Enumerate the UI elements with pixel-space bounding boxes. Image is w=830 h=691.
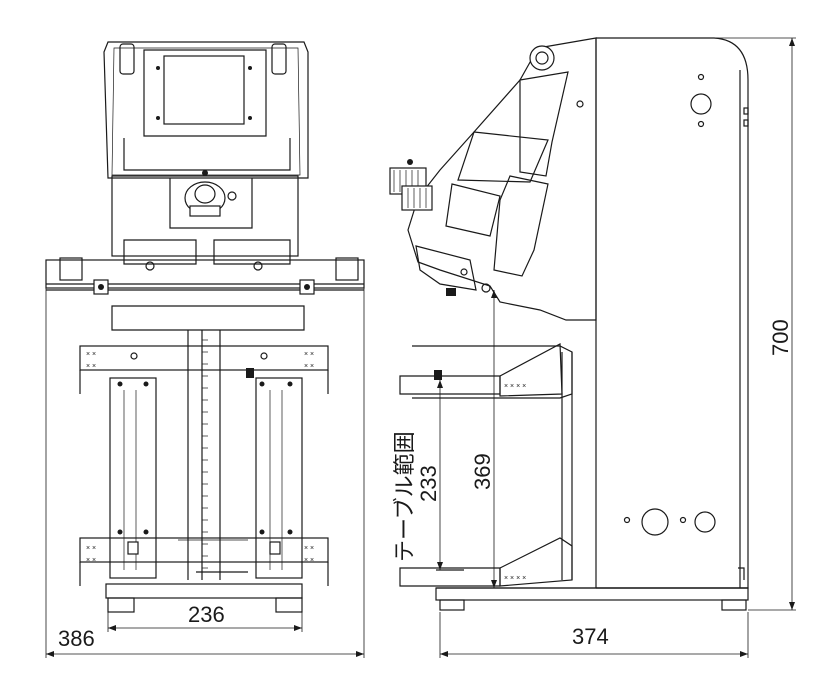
front-head [103, 41, 309, 179]
front-view: × × × × × × × × × × [45, 41, 365, 658]
front-base [105, 583, 303, 613]
side-arm [389, 37, 597, 321]
svg-text:× ×: × × [86, 363, 96, 370]
front-head-lower [111, 170, 299, 271]
dim-side-depth: 374 [572, 624, 609, 649]
side-table: × × × × × × × × [399, 343, 573, 587]
svg-text:× ×: × × [304, 351, 314, 358]
dim-table-range-label: テーブル範囲 [392, 431, 417, 562]
dim-side-height: 700 [768, 319, 793, 356]
front-column [111, 305, 305, 580]
front-upper-table: × × × × × × × × [79, 345, 329, 394]
side-view: × × × × × × × × [389, 37, 796, 658]
front-lower-table: × × × × × × × × [79, 537, 329, 586]
side-body [436, 37, 749, 589]
svg-text:× ×: × × [86, 351, 96, 358]
svg-text:× × × ×: × × × × [504, 383, 526, 390]
svg-text:× ×: × × [304, 557, 314, 564]
svg-text:× ×: × × [86, 545, 96, 552]
svg-text:× ×: × × [86, 557, 96, 564]
svg-text:× × × ×: × × × × [504, 575, 526, 582]
side-base [435, 587, 749, 611]
front-dimensions [45, 260, 365, 658]
dim-front-overall-width: 386 [58, 626, 95, 651]
side-dimensions [437, 37, 796, 658]
front-guides [109, 377, 303, 579]
front-scale-ticks [202, 339, 208, 569]
dim-side-mid-height: 369 [470, 453, 495, 490]
svg-text:× ×: × × [304, 545, 314, 552]
dim-table-range-value: 233 [416, 465, 441, 502]
svg-text:× ×: × × [304, 363, 314, 370]
front-rail [45, 257, 365, 295]
dim-front-inner-width: 236 [188, 602, 225, 627]
